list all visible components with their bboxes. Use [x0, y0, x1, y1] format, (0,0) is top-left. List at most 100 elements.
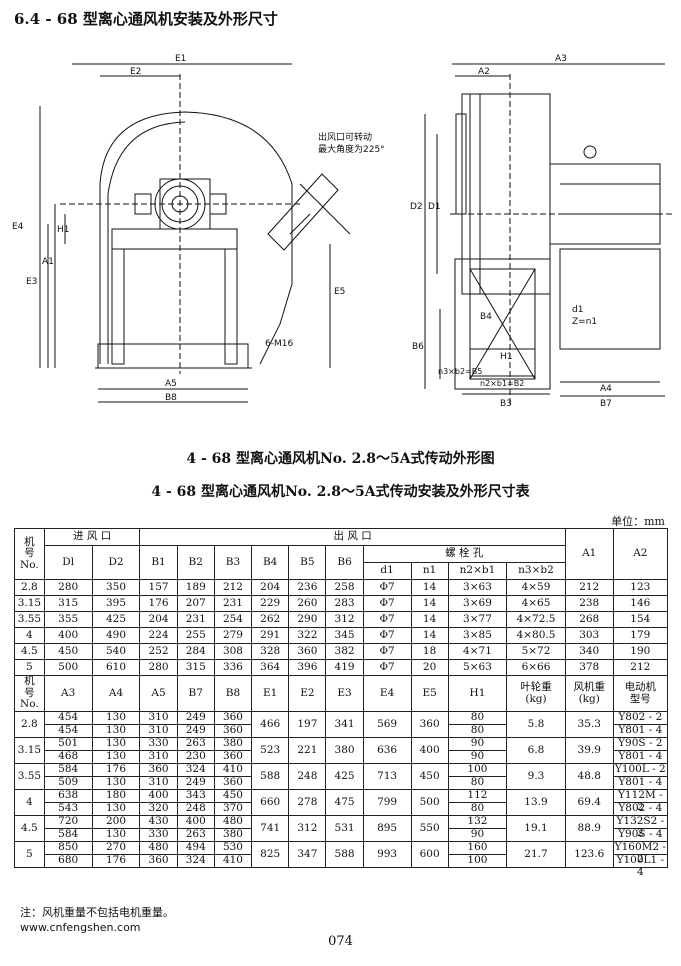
table1-cell: 238 — [564, 595, 614, 612]
table2-subcell: 530 — [222, 841, 243, 853]
table1-cell: 252 — [139, 643, 178, 660]
table1-cell: 290 — [288, 611, 327, 628]
table1-cell: 3×63 — [447, 579, 508, 596]
table2-cell-E1: 825 — [251, 841, 290, 868]
table2-subcell: 360 — [222, 711, 243, 723]
th-A1: A1 — [564, 528, 614, 580]
table1-cell: 224 — [139, 627, 178, 644]
table2-subcell: 410 — [222, 763, 243, 775]
table2-cell-imp: 5.8 — [506, 711, 566, 738]
label-6-M16: 6-M16 — [265, 339, 293, 349]
label-B4: B4 — [480, 312, 492, 322]
table2-subcell: 249 — [185, 711, 206, 723]
table2-subcell: 80 — [448, 724, 507, 737]
table1-cell: 322 — [288, 627, 327, 644]
table1-cell: 500 — [43, 659, 93, 676]
table2-subcell: Y801 - 4 — [613, 750, 667, 763]
table2-head: 机 号 No. A3 A4 A5 B7 B8 E1 E2 E3 E4 E5 H1… — [14, 675, 669, 712]
table2-cell-no: 3.55 — [14, 763, 45, 790]
table1-cell: Φ7 — [362, 659, 412, 676]
table2-cell-E3: 531 — [325, 815, 364, 842]
volute-casing — [99, 111, 293, 365]
table2-subcell: 680 — [44, 854, 92, 867]
table1-cell: 336 — [213, 659, 253, 676]
table2-cell-no: 4.5 — [14, 815, 45, 842]
table2-cell-E5: 360 — [410, 711, 449, 738]
table2-subcell: 130 — [92, 724, 140, 737]
table1-cell: 283 — [325, 595, 364, 612]
table1-cell: 14 — [410, 595, 449, 612]
outlet-rotation-mark — [267, 173, 339, 251]
th-n2b1: n2×b1 — [447, 562, 508, 580]
table-caption: 4 - 68 型离心通风机No. 2.8～5A式传动安装及外形尺寸表 — [151, 484, 530, 500]
table2-cell-E3: 425 — [325, 763, 364, 790]
table2-subcell: 480 — [222, 815, 243, 827]
th2-impeller: 叶轮重 (kg) — [506, 675, 566, 712]
table2-subcell: 230 — [177, 750, 214, 763]
table1-cell: 5×63 — [447, 659, 508, 676]
table2-subcell: 132 — [467, 815, 488, 827]
table1-cell: Φ7 — [362, 627, 412, 644]
table1-cell: 146 — [612, 595, 669, 612]
table1-cell: 3×85 — [447, 627, 508, 644]
table2-cell-fan: 35.3 — [564, 711, 614, 738]
th-B4: B4 — [251, 545, 290, 580]
table2-subcell: 360 — [214, 750, 252, 763]
th2-motor: 电动机 型号 — [612, 675, 669, 712]
table1-cell: 450 — [43, 643, 93, 660]
table1-cell: 207 — [176, 595, 215, 612]
label-H1-right: H1 — [500, 352, 513, 362]
table2-subcell: 360 — [148, 763, 169, 775]
table2-cell-fan: 123.6 — [564, 841, 614, 868]
table2-subcell: 543 — [44, 802, 92, 815]
table2-subcell: 249 — [177, 724, 214, 737]
table2-cell-E2: 197 — [288, 711, 327, 738]
table2-cell-E4: 993 — [362, 841, 412, 868]
motor-side — [549, 163, 661, 245]
outlet-flange — [454, 258, 551, 390]
table2-subcell: 324 — [185, 763, 206, 775]
label-E5: E5 — [334, 287, 345, 297]
table2-cell-E2: 278 — [288, 789, 327, 816]
th2-fan: 风机重 (kg) — [564, 675, 614, 712]
table1-cell: 212 — [213, 579, 253, 596]
table2-cell-imp: 13.9 — [506, 789, 566, 816]
table2-subcell: 380 — [222, 737, 243, 749]
unit-label: 单位：mm — [611, 515, 665, 528]
table2-cell-no: 5 — [14, 841, 45, 868]
table1-cell: 378 — [564, 659, 614, 676]
table2-subcell: 480 — [148, 841, 169, 853]
table2-cell-E4: 636 — [362, 737, 412, 764]
label-A2: A2 — [478, 67, 490, 77]
table2-subcell: 176 — [92, 854, 140, 867]
table2-subcell: 112 — [467, 789, 488, 801]
th2-E2: E2 — [288, 675, 327, 712]
table1-cell: 328 — [251, 643, 290, 660]
table2-subcell: 454 — [44, 724, 92, 737]
th2-A5: A5 — [139, 675, 178, 712]
table1-cell: 280 — [139, 659, 178, 676]
table2-cell-E3: 380 — [325, 737, 364, 764]
table2-subcell: 90 — [448, 750, 507, 763]
table2-subcell: 130 — [106, 737, 127, 749]
th-B1: B1 — [139, 545, 178, 580]
table2-cell-E1: 588 — [251, 763, 290, 790]
table2-subcell: 410 — [214, 854, 252, 867]
table1-cell: 157 — [139, 579, 178, 596]
